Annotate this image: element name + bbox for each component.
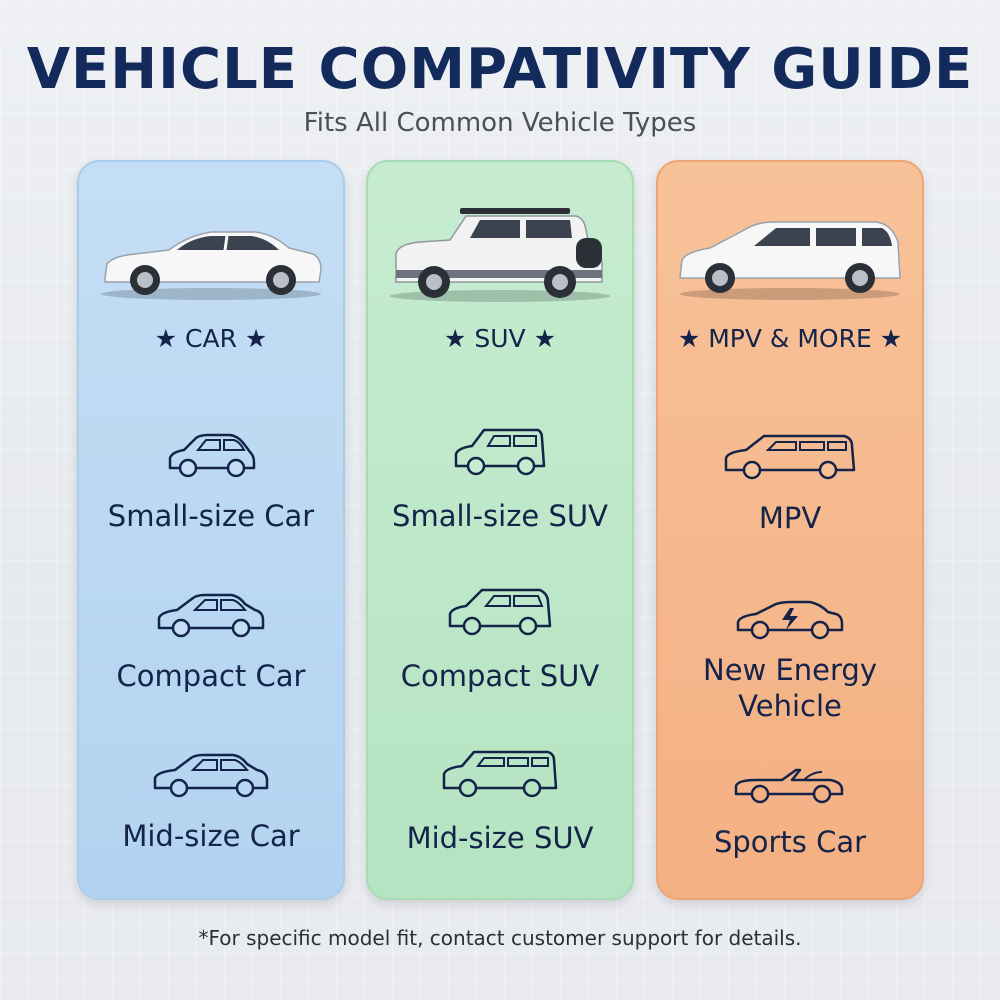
mid-size-car-icon bbox=[153, 753, 269, 798]
list-item-mpv: MPV bbox=[658, 430, 922, 536]
suv-column-title: ★ SUV ★ bbox=[444, 324, 556, 353]
suv-column: ★ SUV ★ Small-size SUV Compact SUV Mid-s… bbox=[366, 160, 634, 900]
item-label: MPV bbox=[758, 501, 822, 535]
electric-car-icon bbox=[736, 600, 844, 640]
car-column-title: ★ CAR ★ bbox=[154, 324, 268, 353]
item-label: Small-size Car bbox=[107, 499, 315, 533]
item-label: New Energy Vehicle bbox=[703, 653, 877, 723]
item-label: Compact SUV bbox=[400, 659, 600, 693]
compact-car-icon bbox=[157, 593, 265, 638]
list-item-small-size-suv: Small-size SUV bbox=[368, 424, 632, 534]
mid-size-suv-icon bbox=[442, 750, 558, 798]
item-label: Mid-size Car bbox=[122, 819, 300, 853]
compact-suv-icon bbox=[448, 588, 552, 636]
item-label: Sports Car bbox=[713, 825, 867, 859]
list-item-mid-size-car: Mid-size Car bbox=[79, 750, 343, 854]
item-label: Compact Car bbox=[116, 659, 306, 693]
car-column: ★ CAR ★ Small-size Car Compact Car Mid-s… bbox=[77, 160, 345, 900]
mpv-column: ★ MPV & MORE ★ MPV New Energy Vehicle Sp… bbox=[656, 160, 924, 900]
mpv-icon bbox=[724, 434, 856, 480]
list-item-small-size-car: Small-size Car bbox=[79, 430, 343, 534]
list-item-mid-size-suv: Mid-size SUV bbox=[368, 746, 632, 856]
footnote: *For specific model fit, contact custome… bbox=[198, 926, 802, 950]
convertible-icon bbox=[734, 768, 844, 804]
page-title: VEHICLE COMPATIVITY GUIDE bbox=[26, 37, 974, 102]
suv-photo-icon bbox=[390, 208, 610, 302]
small-car-icon bbox=[168, 433, 256, 478]
mpv-column-title: ★ MPV & MORE ★ bbox=[677, 324, 903, 353]
list-item-compact-car: Compact Car bbox=[79, 590, 343, 694]
small-suv-icon bbox=[454, 428, 546, 476]
minivan-photo-icon bbox=[679, 221, 901, 300]
sedan-photo-icon bbox=[101, 231, 322, 300]
list-item-new-energy-vehicle: New Energy Vehicle bbox=[658, 598, 922, 724]
page-subtitle: Fits All Common Vehicle Types bbox=[303, 108, 697, 138]
item-label: Small-size SUV bbox=[392, 499, 608, 533]
list-item-sports-car: Sports Car bbox=[658, 762, 922, 860]
item-label: Mid-size SUV bbox=[406, 821, 594, 855]
list-item-compact-suv: Compact SUV bbox=[368, 584, 632, 694]
